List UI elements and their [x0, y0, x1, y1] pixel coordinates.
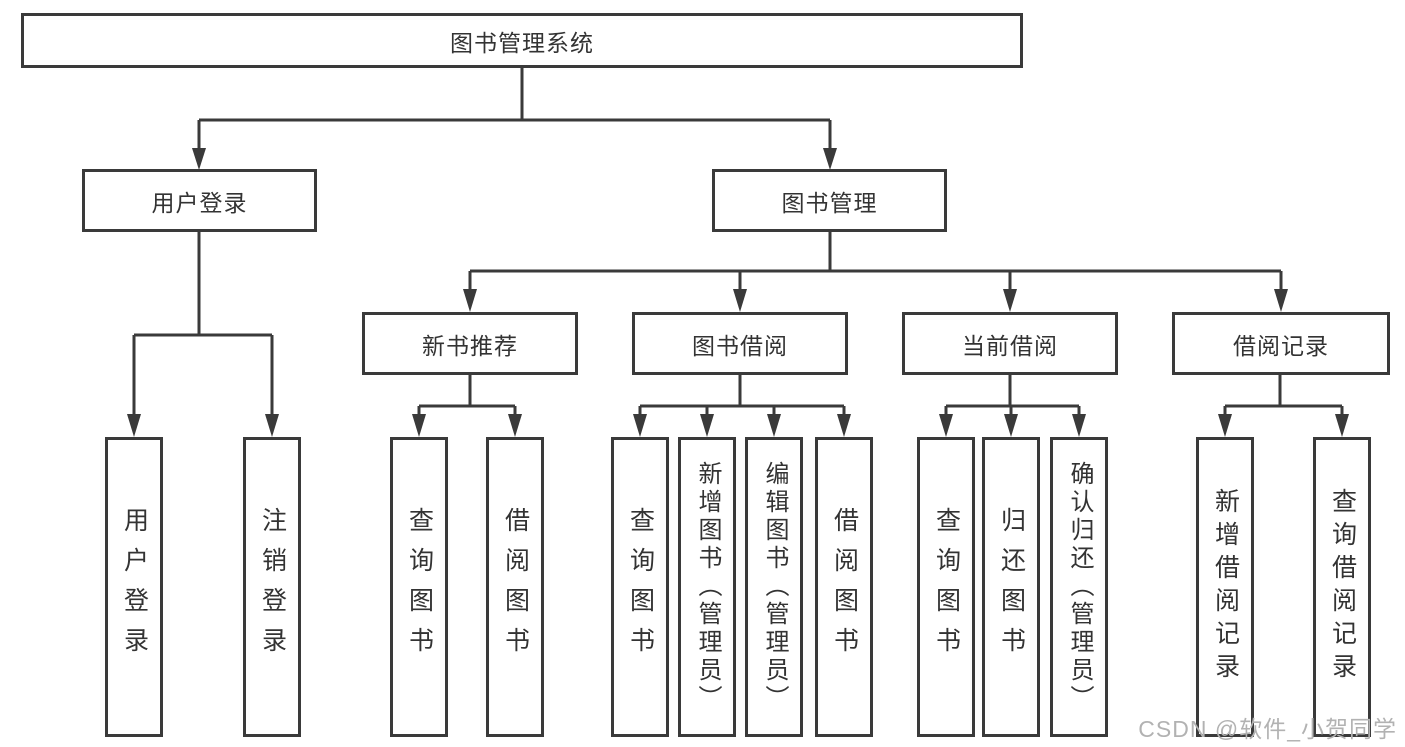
node-leaf-query-books-recommend: 查询图书 — [390, 437, 448, 737]
node-user-login: 用户登录 — [82, 169, 317, 232]
node-leaf-logout: 注销登录 — [243, 437, 301, 737]
node-leaf-add-borrow-record-label: 新增借阅记录 — [1211, 488, 1240, 686]
node-leaf-borrow-books: 借阅图书 — [815, 437, 873, 737]
node-leaf-borrow-books-recommend: 借阅图书 — [486, 437, 544, 737]
node-leaf-user-login-label: 用户登录 — [120, 507, 149, 667]
node-book-management-label: 图书管理 — [781, 189, 878, 216]
node-user-login-label: 用户登录 — [151, 189, 248, 216]
node-leaf-user-login: 用户登录 — [105, 437, 163, 737]
node-leaf-query-borrow-record-label: 查询借阅记录 — [1328, 488, 1357, 686]
node-leaf-edit-book-admin: 编辑图书（管理员） — [745, 437, 803, 737]
node-leaf-query-books-current: 查询图书 — [917, 437, 975, 737]
node-root-label: 图书管理系统 — [450, 29, 594, 56]
node-current-borrow-label: 当前借阅 — [962, 332, 1058, 359]
node-leaf-confirm-return-admin: 确认归还（管理员） — [1050, 437, 1108, 737]
node-borrow-records: 借阅记录 — [1172, 312, 1390, 375]
node-leaf-query-books-borrow: 查询图书 — [611, 437, 669, 737]
node-book-borrow-label: 图书借阅 — [692, 332, 788, 359]
node-leaf-return-book: 归还图书 — [982, 437, 1040, 737]
node-leaf-add-book-admin-label: 新增图书（管理员） — [694, 461, 721, 713]
node-leaf-add-borrow-record: 新增借阅记录 — [1196, 437, 1254, 737]
node-leaf-edit-book-admin-label: 编辑图书（管理员） — [761, 461, 788, 713]
node-leaf-query-books-borrow-label: 查询图书 — [626, 507, 655, 667]
node-leaf-confirm-return-admin-label: 确认归还（管理员） — [1066, 461, 1093, 713]
node-new-book-recommend: 新书推荐 — [362, 312, 578, 375]
node-new-book-recommend-label: 新书推荐 — [422, 332, 518, 359]
node-leaf-query-books-recommend-label: 查询图书 — [405, 507, 434, 667]
node-leaf-query-books-current-label: 查询图书 — [932, 507, 961, 667]
node-book-borrow: 图书借阅 — [632, 312, 848, 375]
node-leaf-borrow-books-recommend-label: 借阅图书 — [501, 507, 530, 667]
node-leaf-borrow-books-label: 借阅图书 — [830, 507, 859, 667]
node-leaf-add-book-admin: 新增图书（管理员） — [678, 437, 736, 737]
node-book-management: 图书管理 — [712, 169, 947, 232]
node-root: 图书管理系统 — [21, 13, 1023, 68]
node-current-borrow: 当前借阅 — [902, 312, 1118, 375]
node-borrow-records-label: 借阅记录 — [1233, 332, 1329, 359]
node-leaf-query-borrow-record: 查询借阅记录 — [1313, 437, 1371, 737]
node-leaf-logout-label: 注销登录 — [258, 507, 287, 667]
watermark: CSDN @软件_小贺同学 — [1138, 716, 1397, 742]
node-leaf-return-book-label: 归还图书 — [997, 507, 1026, 667]
